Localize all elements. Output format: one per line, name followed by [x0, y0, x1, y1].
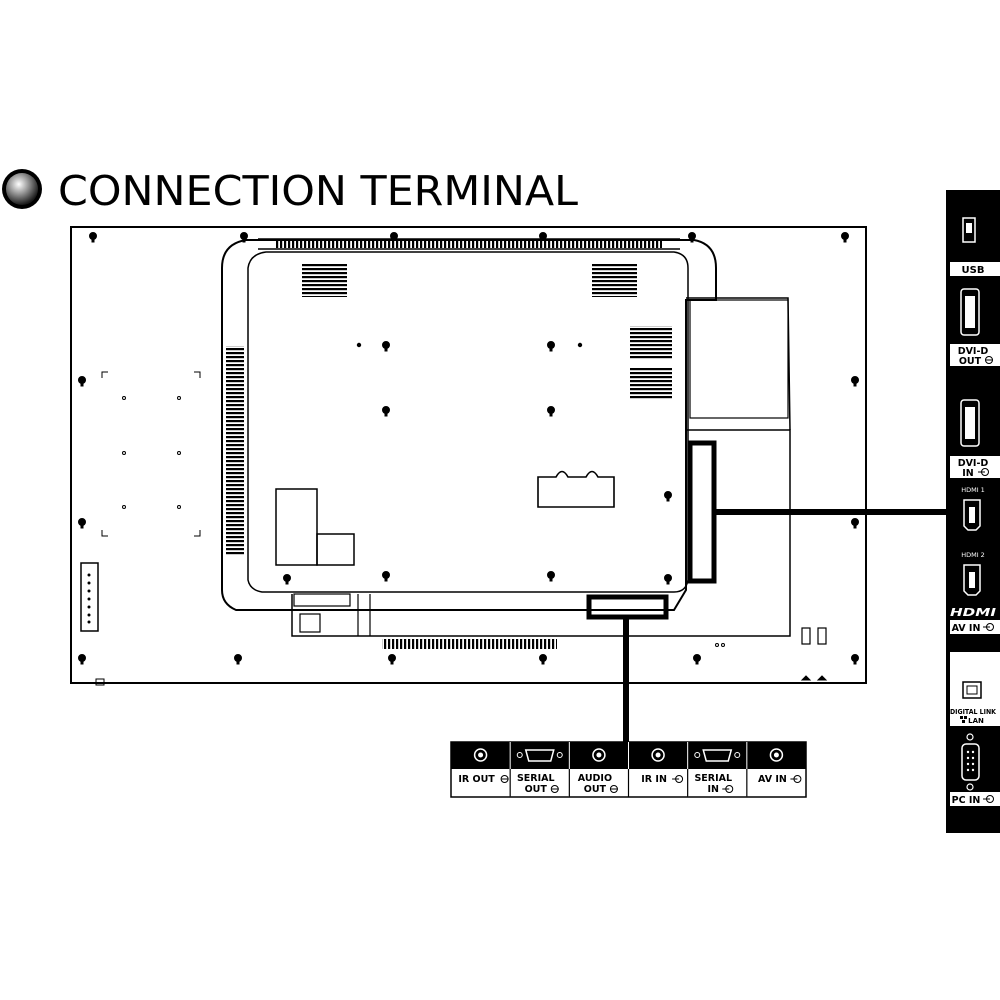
screw: [547, 341, 555, 352]
screw: [78, 376, 86, 387]
title-group: CONNECTION TERMINAL: [2, 167, 578, 215]
dvi-in-label: DVI-D: [958, 458, 989, 469]
vent-grille: [630, 367, 672, 399]
network-icon: [960, 716, 967, 723]
screw: [851, 518, 859, 529]
out-arrow-icon: [609, 785, 618, 793]
terminal-label: SERIAL: [694, 773, 732, 784]
screw: [382, 406, 390, 417]
screw: [851, 376, 859, 387]
hdmi1-port-icon: [963, 499, 981, 531]
jack-icon: [592, 748, 606, 762]
in-arrow-icon: [978, 468, 989, 476]
jack-icon: [473, 748, 488, 762]
screw: [382, 571, 390, 582]
screw: [89, 232, 97, 243]
screw: [539, 654, 547, 665]
terminal-sublabel: OUT: [525, 784, 548, 795]
vent-grille: [592, 263, 637, 297]
hdmi2-port-icon: [963, 564, 981, 596]
screw: [841, 232, 849, 243]
usb-label: USB: [962, 265, 985, 276]
screw: [78, 654, 86, 665]
leader-lines: [623, 509, 946, 744]
screw: [664, 574, 672, 585]
in-arrow-icon: [983, 795, 994, 803]
dvi-out-label: DVI-D: [958, 346, 989, 357]
dvi-out-sublabel: OUT: [959, 356, 982, 367]
label-box: [316, 533, 355, 566]
screw: [382, 341, 390, 352]
out-arrow-icon: [500, 775, 509, 783]
screw: [388, 654, 396, 665]
av-in-label: AV IN: [952, 623, 981, 634]
hdmi1-label: HDMI 1: [961, 486, 985, 494]
screw: [78, 518, 86, 529]
vent-grille: [630, 326, 672, 360]
page-title: CONNECTION TERMINAL: [58, 167, 578, 215]
out-arrow-icon: [550, 785, 559, 793]
side-vent: [226, 346, 244, 556]
terminal-label: AUDIO: [578, 773, 612, 784]
tv-frame: [70, 226, 867, 684]
lan-port-icon: [962, 681, 982, 699]
tv-rear-view: [70, 226, 867, 686]
screw: [234, 654, 242, 665]
dvi-in-sublabel: IN: [962, 468, 974, 479]
lower-body: [291, 429, 791, 637]
top-vent: [276, 240, 662, 248]
side-terminal-highlight: [687, 440, 717, 584]
bullet-icon-highlight: [6, 173, 38, 205]
terminal-3: IR IN: [627, 742, 684, 797]
jack-icon: [769, 748, 784, 762]
vent-grille: [302, 263, 347, 297]
in-arrow-icon: [790, 775, 802, 783]
rear-panel: [247, 251, 689, 593]
jack-icon: [651, 748, 665, 762]
usb-port-icon: [962, 217, 976, 243]
pc-in-port-icon: [961, 733, 980, 791]
terminal-5: AV IN: [746, 742, 802, 797]
in-arrow-icon: [722, 785, 734, 793]
dsub-icon: [694, 749, 741, 762]
screw: [851, 654, 859, 665]
screw: [664, 491, 672, 502]
screw: [547, 406, 555, 417]
dsub-icon: [516, 749, 563, 762]
out-arrow-icon: [985, 356, 993, 364]
lan-label: LAN: [968, 717, 984, 725]
terminal-sublabel: OUT: [584, 784, 607, 795]
handle: [537, 470, 615, 508]
dvi-out-port-icon: [960, 288, 980, 336]
bottom-vent: [382, 639, 557, 649]
control-panel: [80, 562, 99, 632]
terminal-label: IR OUT: [458, 774, 495, 785]
hdmi-logo: HDMI: [950, 606, 996, 619]
terminal-sublabel: IN: [708, 784, 720, 795]
terminal-label: SERIAL: [517, 773, 555, 784]
dvi-in-port-icon: [960, 399, 980, 447]
digital-link-label: DIGITAL LINK: [950, 708, 997, 716]
hdmi2-label: HDMI 2: [961, 551, 985, 559]
bottom-terminal-highlight: [586, 594, 669, 620]
label-box: [275, 488, 318, 566]
screw: [693, 654, 701, 665]
screw: [283, 574, 291, 585]
terminal-label: AV IN: [758, 774, 787, 785]
usb-port-inner: [966, 223, 972, 233]
terminal-0: IR OUT: [458, 748, 509, 785]
in-arrow-icon: [672, 775, 684, 783]
rear-housing: [221, 239, 717, 611]
side-terminal-panel: USB DVI-D OUT DVI-D IN HDMI 1 HDMI 2 HDM…: [946, 190, 1000, 833]
pc-in-label: PC IN: [952, 795, 981, 806]
terminal-label: IR IN: [641, 774, 667, 785]
in-arrow-icon: [983, 623, 994, 631]
screw: [547, 571, 555, 582]
